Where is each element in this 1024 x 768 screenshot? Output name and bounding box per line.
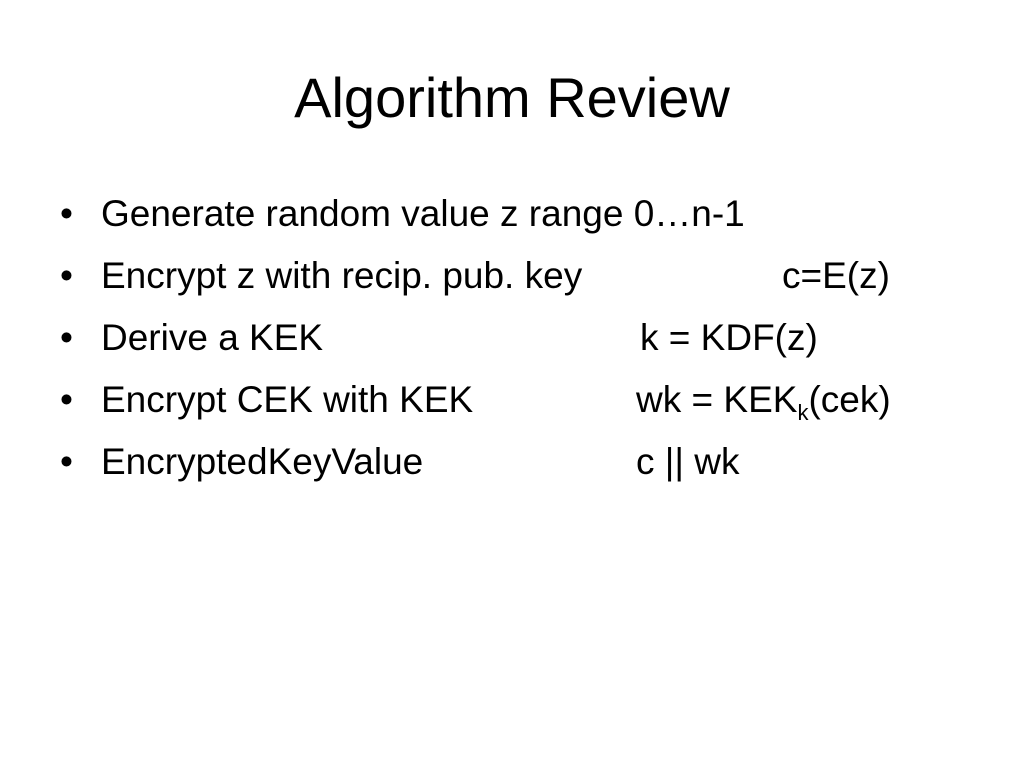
bullet-item: • Derive a KEK k = KDF(z) — [60, 310, 1000, 372]
bullet-text: EncryptedKeyValue — [101, 441, 424, 482]
bullet-item: • Encrypt CEK with KEK wk = KEKk(cek) — [60, 372, 1000, 434]
bullet-text: Generate random value z range 0…n-1 — [101, 193, 745, 234]
formula-subscript: k — [797, 400, 809, 425]
formula-suffix: (cek) — [808, 379, 891, 420]
bullet-formula: wk = KEKk(cek) — [636, 372, 891, 428]
bullet-list: • Generate random value z range 0…n-1 • … — [60, 186, 1000, 496]
formula-prefix: wk = KEK — [636, 379, 798, 420]
bullet-dot-icon: • — [60, 441, 73, 482]
bullet-text: Encrypt CEK with KEK — [101, 379, 474, 420]
bullet-formula: c=E(z) — [782, 255, 890, 296]
bullet-formula: k = KDF(z) — [640, 317, 818, 358]
bullet-text: Encrypt z with recip. pub. key — [101, 255, 583, 296]
bullet-item: • Encrypt z with recip. pub. key c=E(z) — [60, 248, 1000, 310]
bullet-formula: c || wk — [636, 441, 740, 482]
bullet-item: • EncryptedKeyValue c || wk — [60, 434, 1000, 496]
bullet-dot-icon: • — [60, 317, 73, 358]
bullet-item: • Generate random value z range 0…n-1 — [60, 186, 1000, 248]
bullet-dot-icon: • — [60, 193, 73, 234]
bullet-dot-icon: • — [60, 379, 73, 420]
slide-title: Algorithm Review — [294, 66, 730, 129]
bullet-text: Derive a KEK — [101, 317, 324, 358]
bullet-dot-icon: • — [60, 255, 73, 296]
